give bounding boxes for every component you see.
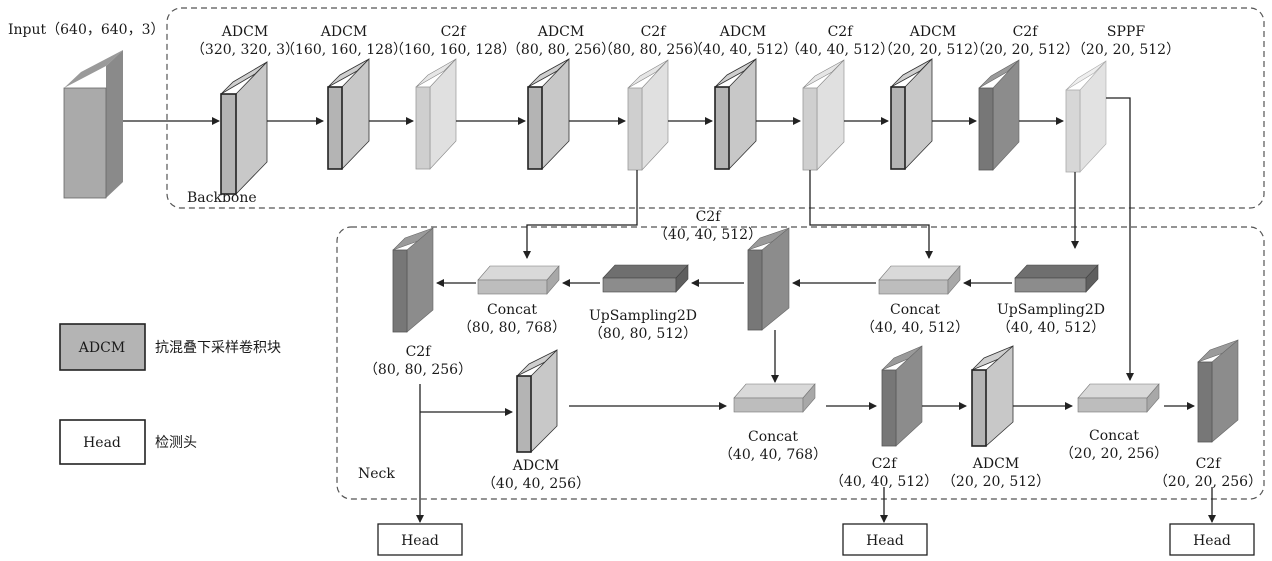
bb-block-adcm-40 <box>714 58 757 170</box>
neck-adcm-20 <box>971 345 1014 447</box>
neck-adcm40-name: ADCM <box>512 458 559 474</box>
backbone-block-labels: ADCM （320, 320, 3） ADCM （160, 160, 128） … <box>191 24 1180 58</box>
bb-block-c2f-80 <box>627 59 669 171</box>
neck-c2f40b-dims: （40, 40, 512） <box>830 474 938 490</box>
head-box-3: Head <box>1169 523 1255 556</box>
neck-c2f-40-bottom <box>881 345 923 447</box>
input-label: Input（640，640，3） <box>8 22 165 38</box>
bb-name-9: C2f <box>1013 24 1040 40</box>
neck-concat80-dims: （80, 80, 768） <box>458 320 566 336</box>
bb-name-8: ADCM <box>909 24 956 40</box>
bb-block-adcm-160 <box>327 58 370 170</box>
neck-up80-dims: （80, 80, 512） <box>589 326 697 342</box>
neck-c2f20-dims: （20, 20, 256） <box>1154 474 1262 490</box>
neck-up40-dims: （40, 40, 512） <box>997 320 1105 336</box>
bb-block-c2f-160 <box>415 58 457 170</box>
bb-block-c2f-20 <box>978 59 1020 171</box>
bb-name-2: ADCM <box>320 24 367 40</box>
bb-block-adcm-320 <box>220 61 268 195</box>
legend: ADCM 抗混叠下采样卷积块 Head 检测头 <box>59 323 281 465</box>
neck-concat40top-name: Concat <box>890 302 940 318</box>
head-label-1: Head <box>401 533 439 549</box>
neck-concat20-name: Concat <box>1089 428 1139 444</box>
neck-c2f40b-name: C2f <box>872 456 899 472</box>
bb-dims-2: （160, 160, 128） <box>281 42 407 58</box>
bb-name-3: C2f <box>441 24 468 40</box>
bb-block-adcm-20 <box>890 58 933 170</box>
neck-adcm20-name: ADCM <box>972 456 1019 472</box>
neck-c2f-20 <box>1197 339 1239 443</box>
bb-name-10: SPPF <box>1107 24 1145 40</box>
backbone-region <box>166 7 1265 209</box>
bb-block-c2f-40 <box>802 59 845 171</box>
bb-dims-8: （20, 20, 512） <box>879 42 987 58</box>
neck-concat40b-name: Concat <box>748 429 798 445</box>
bb-name-5: C2f <box>641 24 668 40</box>
neck-region <box>336 226 1265 500</box>
neck-c2f-80 <box>392 227 434 333</box>
neck-c2f-40-top <box>747 227 790 331</box>
legend-adcm-swatch <box>59 323 146 371</box>
bb-dims-10: （20, 20, 512） <box>1072 42 1180 58</box>
neck-concat-20 <box>1077 383 1160 413</box>
neck-concat40top-dims: （40, 40, 512） <box>861 320 969 336</box>
bb-dims-5: （80, 80, 256） <box>599 42 707 58</box>
bb-block-sppf <box>1065 60 1107 173</box>
neck-concat40b-dims: （40, 40, 768） <box>719 447 827 463</box>
neck-concat20-dims: （20, 20, 256） <box>1060 446 1168 462</box>
neck-upsample-40 <box>1014 264 1099 293</box>
neck-c2f40top-name: C2f <box>696 209 723 225</box>
input-block <box>63 50 123 199</box>
legend-head-desc: 检测头 <box>155 435 197 451</box>
head-box-1: Head <box>377 523 463 556</box>
neck-concat80-name: Concat <box>487 302 537 318</box>
head-label-2: Head <box>866 533 904 549</box>
arrow-c2f40-to-concat40 <box>809 170 933 259</box>
legend-head-swatch <box>59 419 146 465</box>
neck-upsample-80 <box>602 264 689 293</box>
bb-dims-1: （320, 320, 3） <box>191 42 299 58</box>
neck-up80-name: UpSampling2D <box>589 308 697 324</box>
legend-adcm-box-label: ADCM <box>78 340 125 356</box>
bb-name-7: C2f <box>828 24 855 40</box>
legend-adcm-desc: 抗混叠下采样卷积块 <box>155 340 281 356</box>
bb-dims-4: （80, 80, 256） <box>507 42 615 58</box>
bb-block-adcm-80 <box>527 58 570 170</box>
bb-name-1: ADCM <box>221 24 268 40</box>
neck-c2f80-name: C2f <box>406 344 433 360</box>
legend-head-box-label: Head <box>83 435 121 451</box>
bb-name-4: ADCM <box>537 24 584 40</box>
bb-dims-9: （20, 20, 512） <box>971 42 1079 58</box>
bb-dims-7: （40, 40, 512） <box>786 42 894 58</box>
head-box-2: Head <box>842 523 928 556</box>
neck-concat-80 <box>477 265 560 295</box>
neck-adcm20-dims: （20, 20, 512） <box>942 474 1050 490</box>
bb-dims-3: （160, 160, 128） <box>390 42 516 58</box>
neck-adcm-40 <box>516 349 558 453</box>
arrow-sppf-to-concat20 <box>1106 97 1134 381</box>
neck-adcm40-dims: （40, 40, 256） <box>482 476 590 492</box>
neck-c2f80-dims: （80, 80, 256） <box>364 362 472 378</box>
bb-dims-6: （40, 40, 512） <box>689 42 797 58</box>
neck-c2f20-name: C2f <box>1196 456 1223 472</box>
neck-up40-name: UpSampling2D <box>997 302 1105 318</box>
arrow-c2f80-to-concat80 <box>523 170 638 259</box>
neck-concat-40-top <box>878 265 961 295</box>
neck-c2f40top-dims: （40, 40, 512） <box>654 227 762 243</box>
backbone-label: Backbone <box>187 190 257 206</box>
neck-concat-40-bottom <box>733 383 816 413</box>
head-label-3: Head <box>1193 533 1231 549</box>
neck-label: Neck <box>358 466 395 482</box>
bb-name-6: ADCM <box>719 24 766 40</box>
